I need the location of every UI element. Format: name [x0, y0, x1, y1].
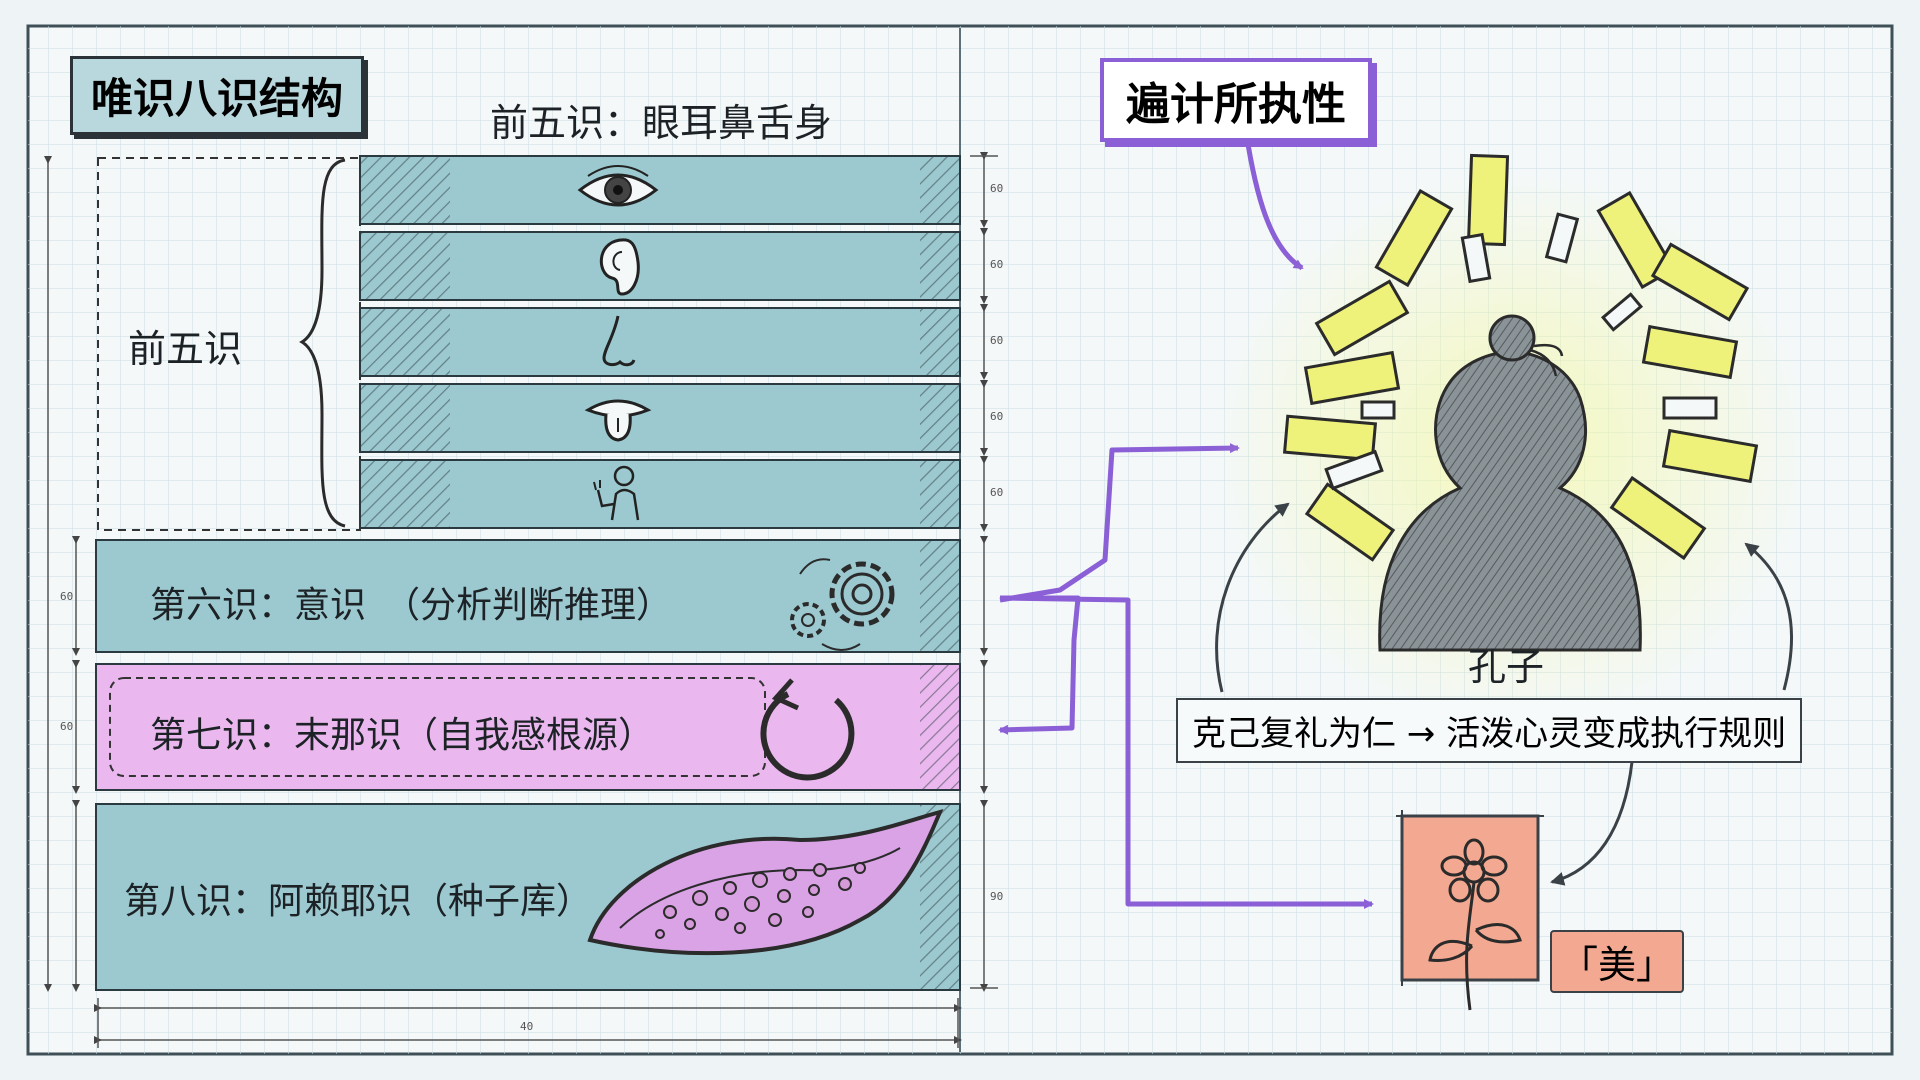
flower-icon	[1428, 838, 1522, 1011]
seed-pod-icon	[587, 809, 944, 956]
arrow-to-figure	[999, 443, 1240, 603]
eighth-consciousness-label: 第八识：阿赖耶识（种子库）	[124, 881, 593, 922]
five-senses-group-label: 前五识	[128, 327, 243, 371]
beauty-flower-box	[1396, 810, 1544, 1011]
cycle-arrow-icon	[760, 678, 855, 781]
caption-box: 克己复礼为仁 → 活泼心灵变成执行规则	[1176, 698, 1803, 763]
tongue-row	[359, 383, 961, 453]
beauty-label: 「美」	[1550, 930, 1685, 993]
five-senses-stack	[359, 155, 961, 529]
halo-rays	[1282, 153, 1759, 562]
right-title: 遍计所执性	[1100, 58, 1372, 142]
dim-right-4: 60	[990, 410, 1004, 423]
tongue-icon	[584, 399, 652, 442]
sixth-consciousness-label: 第六识：意识 （分析判断推理）	[150, 585, 673, 626]
seventh-consciousness-block	[95, 663, 961, 791]
curly-brace	[299, 158, 346, 528]
dim-right-eighth: 90	[990, 890, 1004, 903]
figure-label: 孔子	[1468, 645, 1545, 689]
gears-icon	[790, 558, 895, 651]
dim-left-2: 60	[60, 720, 74, 733]
five-senses-header: 前五识：眼耳鼻舌身	[490, 101, 833, 145]
dim-right-2: 60	[990, 258, 1004, 271]
dim-bottom: 40	[520, 1020, 534, 1033]
seventh-consciousness-label: 第七识：末那识（自我感根源）	[150, 715, 655, 756]
nose-icon	[602, 315, 636, 367]
dim-right-5: 60	[990, 486, 1004, 499]
eye-row	[359, 155, 961, 225]
black-arrows	[1215, 502, 1794, 886]
body-touch-icon	[593, 465, 640, 521]
nose-row	[359, 307, 961, 377]
arrow-from-title	[1243, 131, 1304, 271]
dim-left-1: 60	[60, 590, 74, 603]
dim-right-3: 60	[990, 334, 1004, 347]
ear-row	[359, 231, 961, 301]
dimension-lines	[44, 152, 998, 1048]
confucius-figure	[1378, 314, 1642, 652]
eye-icon	[577, 165, 659, 207]
sixth-consciousness-block	[95, 539, 961, 653]
left-title: 唯识八识结构	[70, 56, 365, 135]
ear-icon	[599, 238, 640, 296]
purple-connectors	[998, 131, 1374, 909]
arrow-to-beauty	[1001, 595, 1374, 909]
body-row	[359, 459, 961, 529]
dim-right-1: 60	[990, 182, 1004, 195]
